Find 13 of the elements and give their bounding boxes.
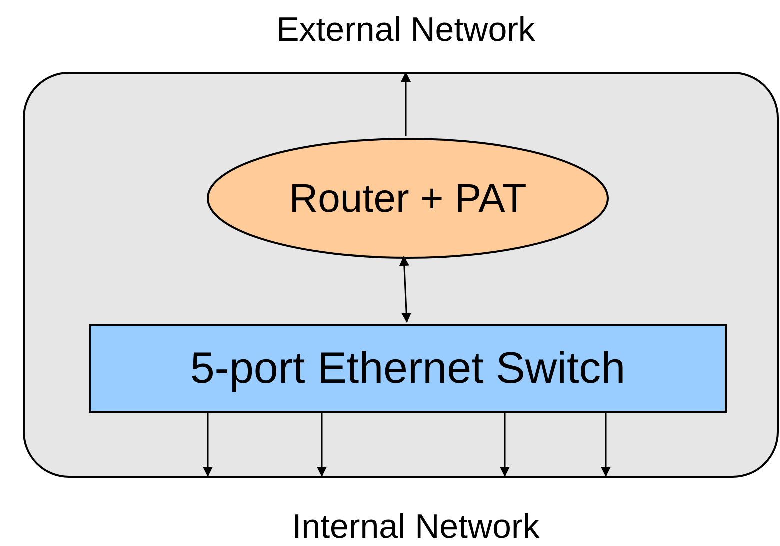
node-label: External Network [276, 13, 536, 47]
arrow [203, 411, 213, 477]
node-label: 5-port Ethernet Switch [190, 346, 626, 390]
node-label: Internal Network [292, 510, 540, 544]
arrow [317, 411, 327, 477]
arrow [601, 411, 611, 477]
arrow [399, 256, 412, 323]
arrow [401, 72, 411, 136]
arrow [500, 411, 510, 477]
node-label: Router + PAT [289, 178, 527, 218]
router-ellipse [207, 138, 609, 259]
device-enclosure [23, 72, 779, 478]
switch-box [89, 324, 727, 413]
